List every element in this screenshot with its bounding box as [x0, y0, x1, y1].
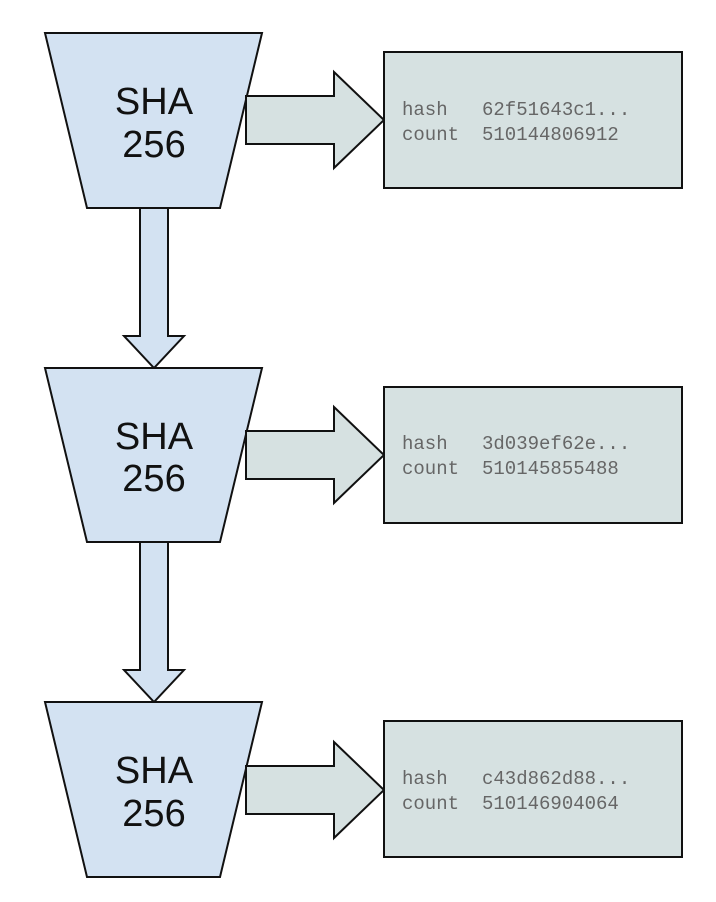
count-key-label: count	[402, 124, 459, 146]
hash-value: 62f51643c1...	[482, 99, 630, 121]
count-value: 510146904064	[482, 793, 619, 815]
sha256-block	[43, 32, 264, 209]
count-key-label: count	[402, 458, 459, 480]
hash-value: 3d039ef62e...	[482, 433, 630, 455]
stage-2: SHA 256 hash 3d039ef62e... count 5101458…	[43, 367, 683, 704]
stage-1: SHA 256 hash 62f51643c1... count 5101448…	[43, 32, 683, 370]
output-arrow	[245, 404, 386, 506]
sha-label-line1: SHA	[115, 81, 194, 123]
hash-key-label: hash	[402, 99, 448, 121]
count-value: 510144806912	[482, 124, 619, 146]
chain-down-arrow	[121, 207, 187, 370]
sha256-block	[43, 367, 264, 543]
sha256-block	[43, 701, 264, 878]
count-value: 510145855488	[482, 458, 619, 480]
chain-down-arrow	[121, 541, 187, 704]
output-box	[383, 386, 683, 524]
hash-value: c43d862d88...	[482, 768, 630, 790]
output-box	[383, 720, 683, 858]
sha-label-line1: SHA	[115, 416, 194, 458]
sha-label-line2: 256	[122, 124, 185, 166]
output-arrow	[245, 739, 386, 841]
output-arrow	[245, 69, 386, 171]
sha-label-line2: 256	[122, 793, 185, 835]
output-box	[383, 51, 683, 189]
sha-label-line1: SHA	[115, 750, 194, 792]
hash-key-label: hash	[402, 768, 448, 790]
count-key-label: count	[402, 793, 459, 815]
hash-key-label: hash	[402, 433, 448, 455]
stage-3: SHA 256 hash c43d862d88... count 5101469…	[43, 701, 683, 878]
sha-label-line2: 256	[122, 458, 185, 500]
